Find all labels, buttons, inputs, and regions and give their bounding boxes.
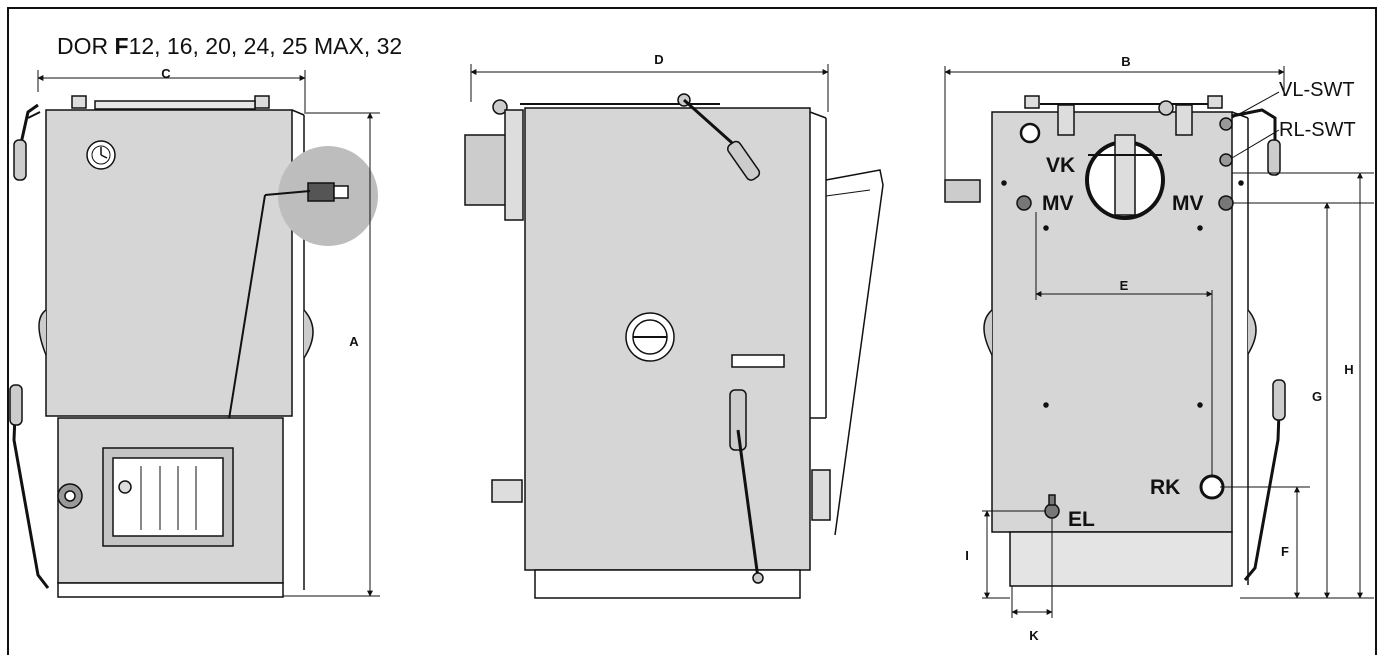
el-port [1044,503,1060,519]
side-view [464,64,884,599]
dimension-f-label: F [1281,544,1289,559]
rear-base [1009,531,1233,587]
dimension-h-label: H [1344,362,1353,377]
mv-right-label: MV [1172,192,1204,215]
dimension-g-label: G [1312,389,1322,404]
dimension-d-label: D [654,52,663,67]
rear-view [944,66,1374,618]
rk-label: RK [1150,476,1180,499]
front-view [9,70,380,598]
el-label: EL [1068,508,1095,531]
vk-label: VK [1046,154,1075,177]
mv-left-label: MV [1042,192,1074,215]
rl-swt-label: RL-SWT [1279,119,1356,141]
dimension-b-label: B [1121,54,1130,69]
dimension-k-label: K [1029,628,1039,643]
dimension-i-label: I [965,548,969,563]
drawing-title: DOR F12, 16, 20, 24, 25 MAX, 32 [57,33,402,59]
dimension-e-label: E [1120,278,1129,293]
vl-swt-label: VL-SWT [1279,79,1355,101]
dimension-a-label: A [349,334,359,349]
dimension-c-label: C [161,66,171,81]
front-upper-panel [45,109,293,417]
rk-port [1199,474,1225,500]
